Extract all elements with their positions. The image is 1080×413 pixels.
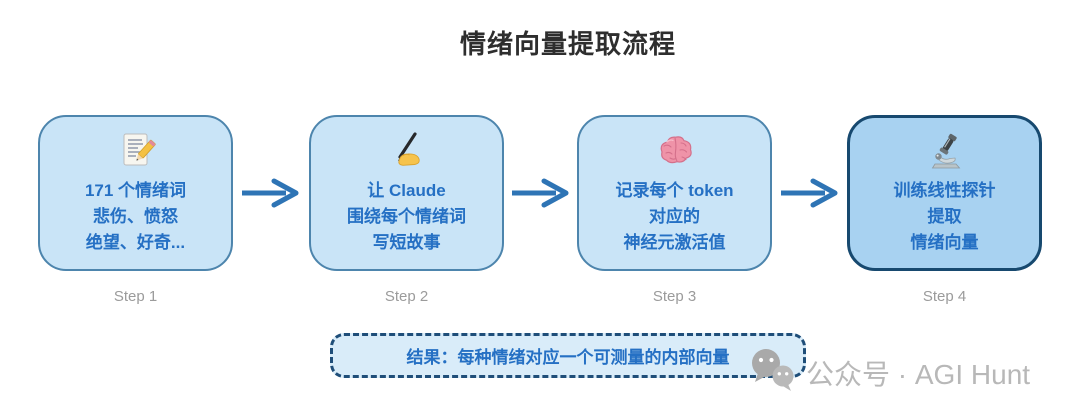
step-4-box: 训练线性探针 提取 情绪向量 [847, 115, 1042, 271]
step-1-line: 绝望、好奇... [85, 233, 186, 252]
brain-icon [654, 130, 696, 172]
wechat-icon [746, 346, 800, 399]
step-2-line: 让 Claude [367, 181, 446, 200]
step-1-label: Step 1 [113, 288, 158, 305]
microscope-icon [925, 130, 965, 172]
arrow-icon [504, 115, 577, 271]
arrow-icon [233, 115, 309, 271]
step-1-line: 171 个情绪词 [84, 181, 187, 200]
step-3-box: 记录每个 token 对应的 神经元激活值 [577, 115, 772, 271]
watermark-text: 公众号 · AGI Hunt [806, 358, 1031, 390]
watermark: 公众号 · AGI Hunt [746, 346, 1030, 399]
step-4-label: Step 4 [922, 288, 967, 305]
step-4-line: 训练线性探针 [893, 181, 996, 200]
step-1-line: 悲伤、愤怒 [93, 207, 178, 226]
step-3-column: 记录每个 token 对应的 神经元激活值 Step 3 [577, 115, 772, 305]
memo-icon [116, 130, 156, 172]
step-1-column: 171 个情绪词 悲伤、愤怒 绝望、好奇... Step 1 [38, 115, 233, 305]
step-4-line: 情绪向量 [910, 233, 979, 252]
step-2-line: 围绕每个情绪词 [347, 207, 466, 226]
step-3-line: 神经元激活值 [623, 233, 726, 252]
step-4-column: 训练线性探针 提取 情绪向量 Step 4 [847, 115, 1042, 305]
step-2-column: 让 Claude 围绕每个情绪词 写短故事 Step 2 [309, 115, 504, 305]
writing-hand-icon [387, 130, 427, 172]
step-1-box: 171 个情绪词 悲伤、愤怒 绝望、好奇... [38, 115, 233, 271]
step-3-line: 记录每个 token [615, 181, 734, 200]
step-2-box: 让 Claude 围绕每个情绪词 写短故事 [309, 115, 504, 271]
step-2-label: Step 2 [384, 288, 429, 305]
step-2-line: 写短故事 [372, 233, 441, 252]
result-text: 结果：每种情绪对应一个可测量的内部向量 [406, 348, 730, 367]
step-3-line: 对应的 [649, 207, 700, 226]
flow-row: 171 个情绪词 悲伤、愤怒 绝望、好奇... Step 1 [38, 115, 1042, 305]
arrow-icon [772, 115, 847, 271]
step-4-line: 提取 [927, 207, 962, 226]
result-callout: 结果：每种情绪对应一个可测量的内部向量 [330, 333, 806, 378]
step-3-label: Step 3 [652, 288, 697, 305]
page-title: 情绪向量提取流程 [459, 29, 676, 59]
